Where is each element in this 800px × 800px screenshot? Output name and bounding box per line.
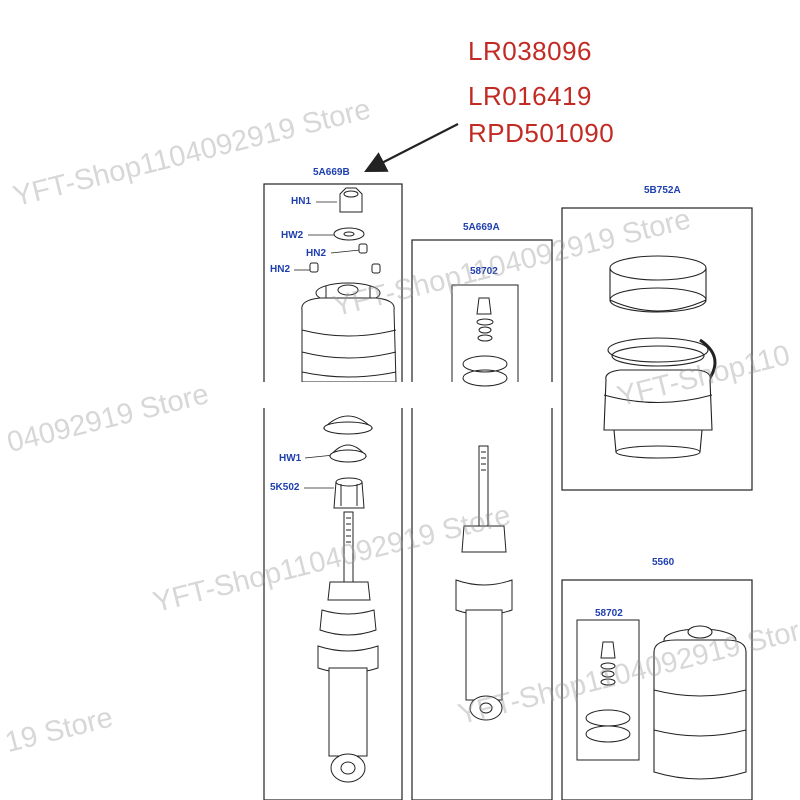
main-assembly-box bbox=[263, 183, 403, 800]
bottom-right-assembly-box bbox=[561, 579, 753, 800]
assembly-label-top-right: 5B752A bbox=[644, 185, 681, 196]
part-number-1: LR038096 bbox=[468, 36, 592, 66]
sleeve-kit-parts bbox=[603, 255, 717, 459]
kit-label-bottom-right: 58702 bbox=[595, 608, 623, 619]
middle-kit-parts bbox=[462, 297, 508, 387]
middle-shock-absorber bbox=[455, 445, 513, 721]
callout-hn1: HN1 bbox=[291, 196, 312, 207]
part-number-3: RPD501090 bbox=[468, 118, 615, 148]
assembly-label-main: 5A669B bbox=[313, 167, 350, 178]
callout-5k502: 5K502 bbox=[270, 482, 300, 493]
main-shock-absorber bbox=[317, 511, 379, 783]
main-lower-mount bbox=[322, 415, 374, 509]
assembly-label-middle: 5A669A bbox=[463, 222, 500, 233]
callout-hn2-left: HN2 bbox=[270, 264, 291, 275]
bottom-right-kit-parts bbox=[585, 641, 631, 743]
complete-air-strut bbox=[653, 625, 747, 780]
main-air-spring bbox=[301, 297, 397, 383]
bottom-right-kit-box bbox=[576, 619, 640, 761]
pointer-arrow bbox=[364, 123, 459, 173]
callout-hn2-upper: HN2 bbox=[306, 248, 327, 259]
part-number-2: LR016419 bbox=[468, 81, 592, 111]
kit-label-middle: 58702 bbox=[470, 266, 498, 277]
main-upper-hardware bbox=[309, 187, 381, 304]
middle-assembly-box bbox=[411, 239, 553, 800]
top-right-assembly-box bbox=[561, 207, 753, 491]
callout-hw2: HW2 bbox=[281, 230, 304, 241]
assembly-label-bottom-right: 5560 bbox=[652, 557, 675, 568]
callout-hw1: HW1 bbox=[279, 453, 302, 464]
